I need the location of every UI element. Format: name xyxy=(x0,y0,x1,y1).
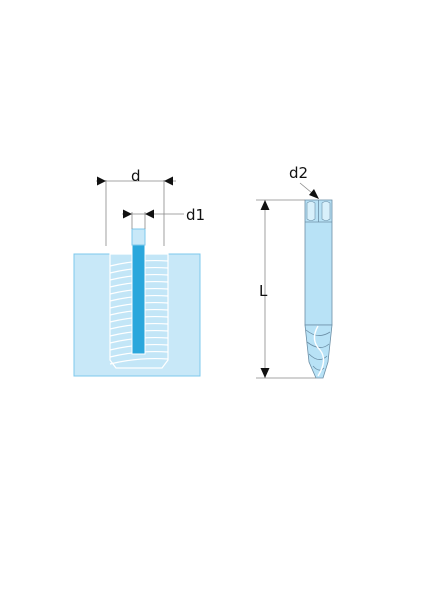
insert-core-bar xyxy=(131,243,146,355)
shank-flat-left xyxy=(306,201,316,221)
arrowhead-icon xyxy=(164,176,173,186)
fluted-tip xyxy=(304,324,333,379)
arrowhead-icon xyxy=(97,176,106,186)
flute-line xyxy=(305,329,331,336)
arrowhead-icon xyxy=(260,368,270,378)
flute-line xyxy=(308,353,328,360)
label-d1: d1 xyxy=(186,206,205,224)
dimension-d1: d1 xyxy=(122,206,205,229)
extractor-tool-view: L d2 xyxy=(256,164,333,379)
arrowhead-icon xyxy=(260,200,270,210)
dimension-d: d xyxy=(96,167,176,246)
insert-assembly-view: d d1 xyxy=(73,167,205,377)
dimension-d2: d2 xyxy=(289,164,319,199)
arrowhead-icon xyxy=(309,189,319,199)
thread-helix-line xyxy=(109,357,169,365)
tip-outline xyxy=(304,324,333,379)
label-L: L xyxy=(259,282,268,300)
shank-flat-right xyxy=(321,201,331,221)
dimension-L: L xyxy=(256,199,316,379)
label-d: d xyxy=(131,167,141,185)
flute-spiral xyxy=(313,325,325,377)
arrowhead-icon xyxy=(123,209,132,219)
flute-line xyxy=(312,365,325,371)
label-d2: d2 xyxy=(289,164,308,182)
core-tang xyxy=(131,228,146,246)
flute-line xyxy=(306,341,330,348)
arrowhead-icon xyxy=(145,209,154,219)
